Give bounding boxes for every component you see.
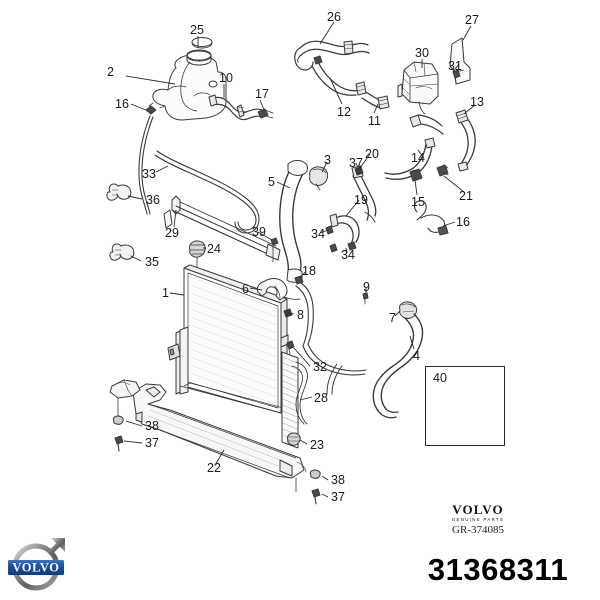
- callout-34-left: 34: [311, 227, 325, 241]
- callout-10: 10: [219, 71, 233, 85]
- fastener-left: [112, 415, 124, 452]
- callout-7: 7: [389, 311, 396, 325]
- callout-5: 5: [268, 175, 275, 189]
- callout-38-left: 38: [145, 419, 159, 433]
- callout-13: 13: [470, 95, 484, 109]
- callout-21: 21: [459, 189, 473, 203]
- lower-beam-22-shape: [132, 383, 307, 479]
- clamp-16-right-shape: [414, 200, 449, 236]
- coolant-pump-30-shape: [397, 61, 439, 115]
- hose-12-shape: [311, 55, 367, 96]
- beam-left-bracket: [109, 379, 141, 399]
- callout-16-right: 16: [456, 215, 470, 229]
- part-number: 31368311: [427, 552, 569, 587]
- clamp-21-shape: [436, 164, 449, 177]
- callout-24: 24: [207, 242, 221, 256]
- clamp-15-shape: [409, 168, 423, 182]
- bolt-39-shape: [270, 237, 279, 263]
- clamp-7-shape: [399, 301, 418, 319]
- volvo-wordmark: VOLVO: [452, 502, 504, 517]
- hose-lower-right-connector: [409, 114, 444, 135]
- callout-20: 20: [365, 147, 379, 161]
- catalog-code: GR-374085: [452, 524, 504, 536]
- fastener-right: [309, 469, 321, 505]
- callout-37-upper: 37: [349, 156, 363, 170]
- callout-6: 6: [242, 282, 249, 296]
- callout-8: 8: [297, 308, 304, 322]
- callout-33: 33: [142, 167, 156, 181]
- callout-18: 18: [302, 264, 316, 278]
- callout-40: 40: [433, 371, 447, 385]
- oil-cooler-28-shape: [281, 351, 308, 449]
- callout-30: 30: [415, 46, 429, 60]
- bolt-8-shape: [283, 308, 293, 318]
- expansion-tank-shape: [152, 37, 227, 121]
- hose-13-shape: [455, 109, 476, 172]
- volvo-genuine-parts-logo: VOLVO GENUINE PARTS: [437, 503, 519, 533]
- callout-35: 35: [145, 255, 159, 269]
- callout-26: 26: [327, 10, 341, 24]
- callout-36: 36: [146, 193, 160, 207]
- callout-38-right: 38: [331, 473, 345, 487]
- svg-text:VOLVO: VOLVO: [12, 560, 59, 574]
- volvo-iron-mark-logo: VOLVO: [8, 538, 65, 591]
- callout-28: 28: [314, 391, 328, 405]
- callout-25: 25: [190, 23, 204, 37]
- grommet-24-shape: [189, 240, 206, 269]
- callout-2: 2: [107, 65, 114, 79]
- bracket-27-shape: [449, 37, 471, 85]
- hose-19-shape: [329, 213, 360, 246]
- callout-27: 27: [465, 13, 479, 27]
- callout-14: 14: [411, 151, 425, 165]
- callout-11: 11: [368, 114, 381, 128]
- hose-11-shape: [361, 91, 390, 110]
- genuine-parts-subtitle: GENUINE PARTS: [451, 517, 505, 522]
- callout-19: 19: [354, 193, 368, 207]
- clamp-34-shapes: [325, 225, 357, 253]
- coolant-bottle-inset-box: [425, 366, 505, 446]
- callout-3: 3: [324, 153, 331, 167]
- hose-4-shape: [372, 313, 424, 419]
- callout-4: 4: [413, 349, 420, 363]
- clamp-18-shape: [294, 275, 304, 285]
- callout-15: 15: [411, 195, 425, 209]
- bolt-32-shape: [286, 340, 295, 355]
- callout-29: 29: [165, 226, 179, 240]
- callout-34-lower: 34: [341, 248, 355, 262]
- hose-top-right-run: [295, 282, 367, 376]
- callout-1: 1: [162, 286, 169, 300]
- bolt-31-shape: [452, 69, 461, 83]
- clip-35-shape: [109, 243, 135, 261]
- bracket-6-shape: [256, 278, 301, 301]
- clip-36-shape: [106, 183, 132, 201]
- hose-10-shape: [208, 94, 264, 121]
- hose-26-shape: [294, 40, 370, 71]
- callout-37-left: 37: [145, 436, 159, 450]
- callout-31: 31: [448, 59, 462, 73]
- clamp-3-shape: [309, 166, 329, 191]
- callout-17: 17: [255, 87, 269, 101]
- callout-16-upper: 16: [115, 97, 129, 111]
- bolt-9-shape: [362, 292, 369, 305]
- callout-23: 23: [310, 438, 324, 452]
- screw-37-upper-shape: [354, 166, 364, 176]
- clamp-17-shape: [257, 108, 274, 119]
- callout-32: 32: [313, 360, 327, 374]
- callout-22: 22: [207, 461, 221, 475]
- hose-lower-left-run: [326, 363, 343, 395]
- callout-37-right: 37: [331, 490, 345, 504]
- callout-9: 9: [363, 280, 370, 294]
- callout-12: 12: [337, 105, 351, 119]
- hose-33-shape: [154, 150, 260, 234]
- clamp-16-upper-shape: [145, 102, 157, 115]
- callout-39: 39: [252, 225, 266, 239]
